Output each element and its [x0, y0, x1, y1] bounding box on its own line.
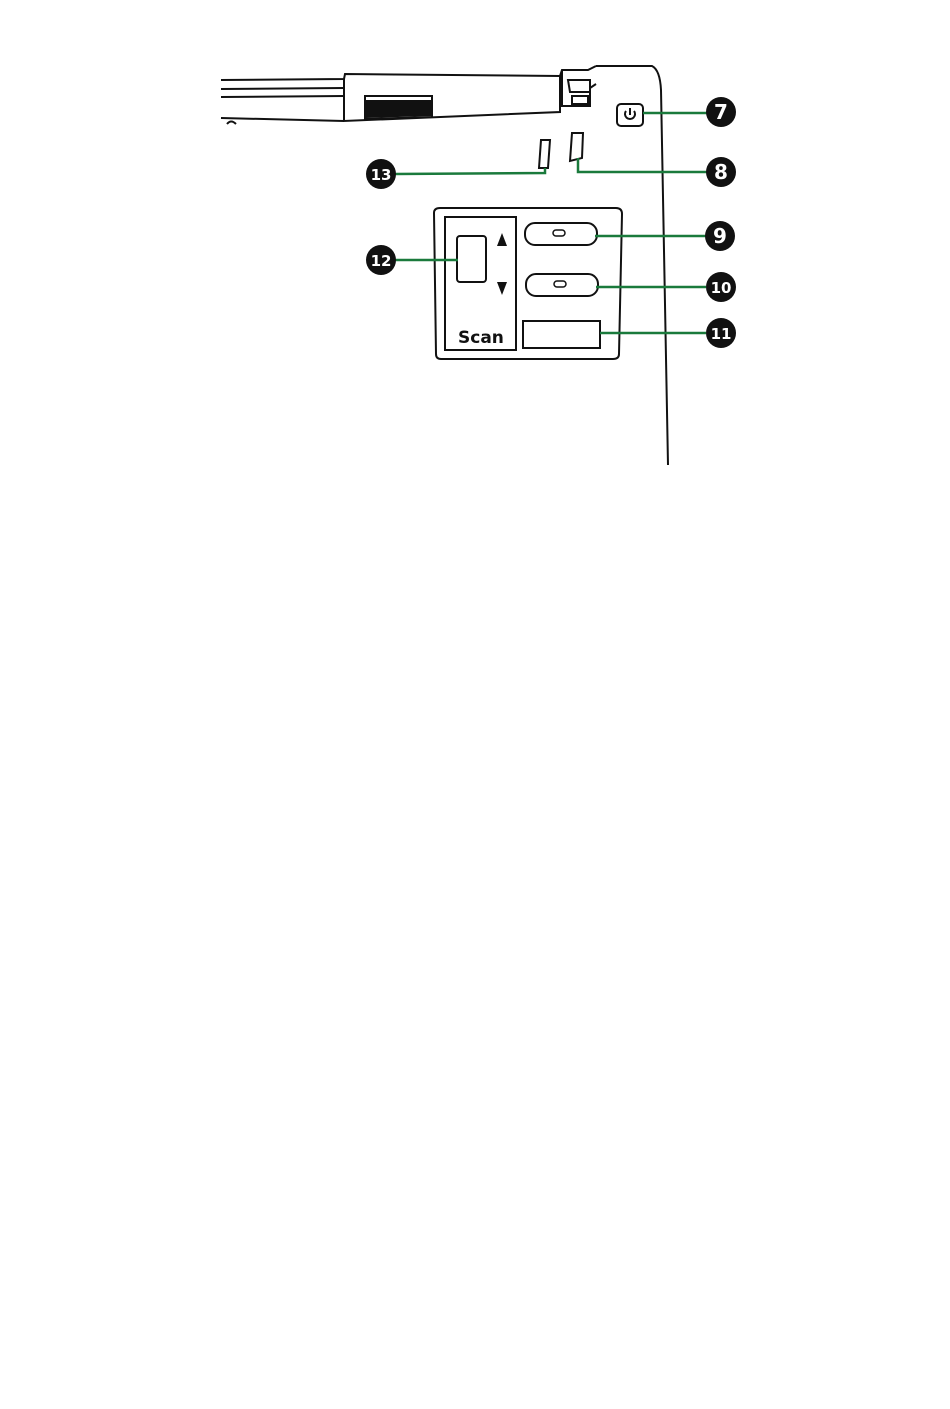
power-icon: [625, 108, 635, 119]
svg-text:7: 7: [714, 100, 728, 124]
scan-label: Scan: [458, 328, 504, 348]
callout-7: 7: [706, 97, 736, 127]
svg-text:8: 8: [714, 160, 728, 184]
scan-selector[interactable]: Scan: [445, 217, 516, 350]
lcd-display: [523, 321, 600, 348]
down-arrow-icon: [497, 282, 507, 295]
svg-text:9: 9: [713, 224, 727, 248]
callout-12: 12: [366, 245, 396, 275]
callout-8: 8: [706, 157, 736, 187]
middle-button[interactable]: [526, 274, 598, 296]
callout-10: 10: [706, 272, 736, 302]
power-button[interactable]: [617, 104, 643, 126]
led-indicator-left: [539, 140, 550, 168]
top-button[interactable]: [525, 223, 597, 245]
callout-13: 13: [366, 159, 396, 189]
control-panel: Scan: [434, 208, 622, 359]
up-arrow-icon: [497, 233, 507, 246]
svg-text:13: 13: [371, 166, 392, 184]
svg-text:10: 10: [711, 279, 732, 297]
callout-11: 11: [706, 318, 736, 348]
svg-text:12: 12: [371, 252, 392, 270]
svg-text:11: 11: [711, 325, 732, 343]
led-indicator-right: [570, 133, 583, 161]
callout-9: 9: [705, 221, 735, 251]
